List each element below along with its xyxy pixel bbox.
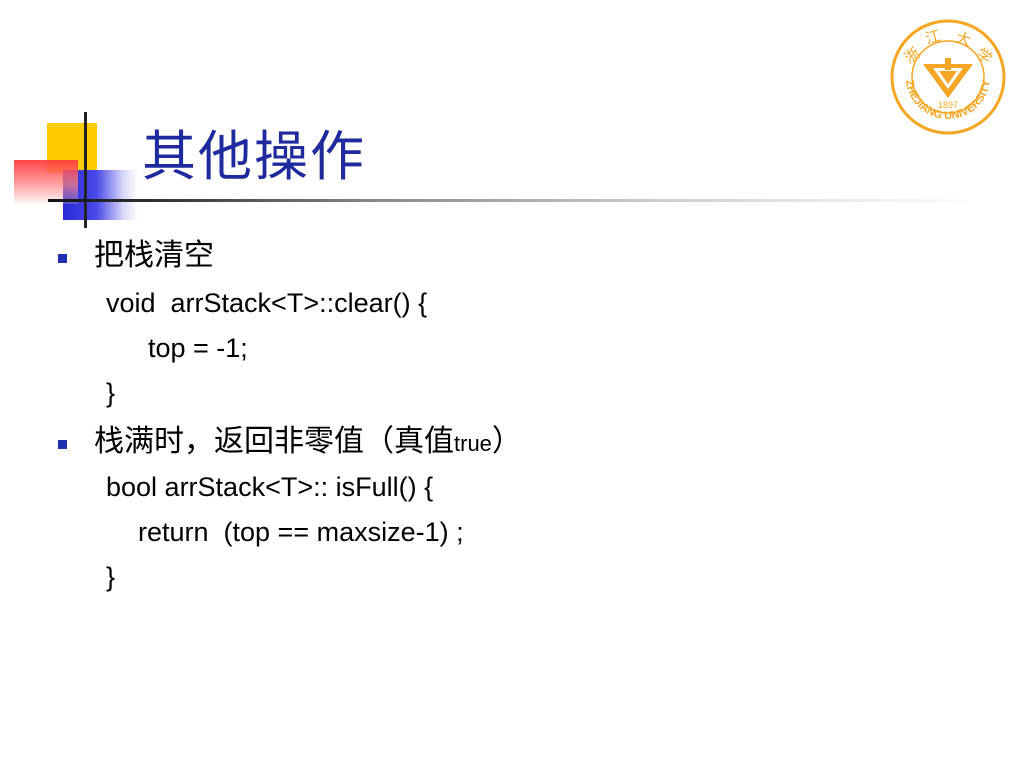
code-line: void arrStack<T>::clear() { bbox=[106, 288, 428, 318]
logo-char-2: 江 bbox=[923, 27, 942, 48]
logo-char-1: 浙 bbox=[901, 44, 924, 67]
code-line: top = -1; bbox=[148, 333, 248, 363]
code-line: } bbox=[106, 562, 116, 592]
code-line: } bbox=[106, 378, 116, 408]
university-logo: 浙 江 大 学 1897 ZHEJIANG UNIVERSITY bbox=[890, 19, 1006, 135]
logo-emblem-icon bbox=[923, 58, 973, 98]
bullet-2-heading-text: 栈满时，返回非零值（真值 bbox=[94, 424, 454, 459]
slide-title: 其他操作 bbox=[142, 125, 366, 188]
bullet-2-heading-close: ） bbox=[491, 424, 522, 459]
code-line: return (top == maxsize-1) ; bbox=[138, 517, 464, 547]
logo-char-4: 学 bbox=[973, 45, 996, 68]
bullet-2-heading: 栈满时，返回非零值（真值true） bbox=[94, 426, 522, 460]
logo-year: 1897 bbox=[938, 100, 958, 110]
bullet-icon bbox=[58, 254, 67, 263]
title-underline bbox=[48, 199, 978, 202]
bullet-2-heading-true: true bbox=[454, 431, 492, 456]
bullet-icon bbox=[58, 440, 67, 449]
bullet-1-heading: 把栈清空 bbox=[94, 238, 214, 273]
code-line: bool arrStack<T>:: isFull() { bbox=[106, 472, 434, 502]
logo-char-3: 大 bbox=[954, 28, 973, 49]
decor-red-square bbox=[14, 160, 78, 204]
decor-vertical-line bbox=[84, 112, 87, 228]
